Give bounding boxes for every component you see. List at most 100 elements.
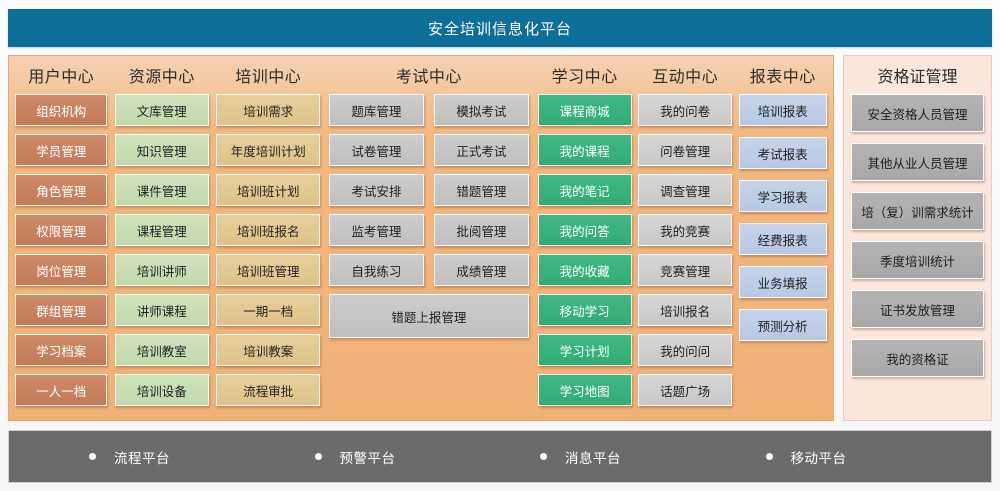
column-title-exam-center: 考试中心 — [395, 67, 462, 86]
app-header: 安全培训信息化平台 — [8, 9, 992, 47]
tile-interaction-center-7[interactable]: 话题广场 — [638, 374, 733, 406]
tile-study-center-3[interactable]: 我的问答 — [537, 214, 632, 246]
tile-exam-center-right-1[interactable]: 正式考试 — [433, 134, 529, 166]
tile-study-center-2[interactable]: 我的笔记 — [537, 174, 632, 206]
tile-report-center-5[interactable]: 预测分析 — [738, 309, 827, 341]
tile-exam-center-left-4[interactable]: 自我练习 — [328, 254, 424, 286]
tile-exam-center-right-4[interactable]: 成绩管理 — [433, 254, 529, 286]
tile-study-center-1[interactable]: 我的课程 — [537, 134, 632, 166]
tile-exam-center-left-3[interactable]: 监考管理 — [328, 214, 424, 246]
tile-resource-center-4[interactable]: 培训讲师 — [114, 254, 209, 286]
tile-training-center-4[interactable]: 培训班管理 — [216, 254, 321, 286]
tile-training-center-2[interactable]: 培训班计划 — [216, 174, 321, 206]
tile-user-center-4[interactable]: 岗位管理 — [15, 254, 108, 286]
tile-user-center-0[interactable]: 组织机构 — [15, 94, 108, 126]
tile-study-center-6[interactable]: 学习计划 — [537, 334, 632, 366]
tile-list-exam-center-left: 题库管理 试卷管理 考试安排 监考管理 自我练习 — [328, 94, 424, 286]
tile-exam-center-wide[interactable]: 错题上报管理 — [328, 294, 529, 338]
bullet-icon — [540, 453, 547, 460]
tile-exam-center-right-3[interactable]: 批阅管理 — [433, 214, 529, 246]
tile-certificate-3[interactable]: 季度培训统计 — [851, 241, 984, 279]
tile-interaction-center-1[interactable]: 问卷管理 — [638, 134, 733, 166]
tile-grid-exam-center: 题库管理 试卷管理 考试安排 监考管理 自我练习 模拟考试 正式考试 错题管理 … — [323, 94, 534, 286]
column-title-user-center: 用户中心 — [28, 67, 95, 86]
tile-exam-center-right-2[interactable]: 错题管理 — [433, 174, 529, 206]
tile-exam-center-left-1[interactable]: 试卷管理 — [328, 134, 424, 166]
tile-training-center-6[interactable]: 培训教案 — [216, 334, 321, 366]
tile-user-center-7[interactable]: 一人一档 — [15, 374, 108, 406]
tile-training-center-0[interactable]: 培训需求 — [216, 94, 321, 126]
tile-report-center-0[interactable]: 培训报表 — [738, 94, 827, 126]
tile-user-center-1[interactable]: 学员管理 — [15, 134, 108, 166]
tile-resource-center-2[interactable]: 课件管理 — [114, 174, 209, 206]
footer-label-0: 流程平台 — [114, 450, 170, 467]
tile-study-center-0[interactable]: 课程商城 — [537, 94, 632, 126]
tile-study-center-4[interactable]: 我的收藏 — [537, 254, 632, 286]
tile-interaction-center-5[interactable]: 培训报名 — [638, 294, 733, 326]
tile-training-center-1[interactable]: 年度培训计划 — [216, 134, 321, 166]
tile-report-center-3[interactable]: 经费报表 — [738, 223, 827, 255]
tile-report-center-4[interactable]: 业务填报 — [738, 266, 827, 298]
tile-interaction-center-2[interactable]: 调查管理 — [638, 174, 733, 206]
tile-interaction-center-0[interactable]: 我的问卷 — [638, 94, 733, 126]
footer-label-3: 移动平台 — [790, 450, 847, 467]
tile-certificate-0[interactable]: 安全资格人员管理 — [851, 94, 984, 132]
footer-item-warning-platform[interactable]: 预警平台 — [314, 447, 541, 467]
tile-interaction-center-3[interactable]: 我的竞赛 — [638, 214, 733, 246]
tile-user-center-6[interactable]: 学习档案 — [15, 334, 108, 366]
tile-training-center-7[interactable]: 流程审批 — [216, 374, 321, 406]
tile-resource-center-3[interactable]: 课程管理 — [114, 214, 209, 246]
tile-resource-center-6[interactable]: 培训教室 — [114, 334, 209, 366]
tile-resource-center-1[interactable]: 知识管理 — [114, 134, 209, 166]
tile-list-user-center: 组织机构 学员管理 角色管理 权限管理 岗位管理 群组管理 学习档案 一人一档 — [12, 94, 111, 406]
footer-item-mobile-platform[interactable]: 移动平台 — [765, 447, 992, 467]
footer-item-process-platform[interactable]: 流程平台 — [89, 447, 315, 467]
tile-list-certificate-management: 安全资格人员管理 其他从业人员管理 培（复）训需求统计 季度培训统计 证书发放管… — [851, 94, 984, 377]
tile-certificate-4[interactable]: 证书发放管理 — [851, 290, 984, 328]
certificate-management-panel: 资格证管理 安全资格人员管理 其他从业人员管理 培（复）训需求统计 季度培训统计… — [843, 55, 992, 421]
column-interaction-center: 互动中心 我的问卷 问卷管理 调查管理 我的竞赛 竞赛管理 培训报名 我的问问 … — [635, 60, 736, 414]
column-title-resource-center: 资源中心 — [128, 67, 195, 86]
tile-resource-center-5[interactable]: 讲师课程 — [114, 294, 209, 326]
footer-item-list: 流程平台 预警平台 消息平台 移动平台 — [9, 447, 991, 467]
tile-exam-center-right-0[interactable]: 模拟考试 — [433, 94, 529, 126]
tile-certificate-5[interactable]: 我的资格证 — [851, 339, 984, 377]
tile-list-interaction-center: 我的问卷 问卷管理 调查管理 我的竞赛 竞赛管理 培训报名 我的问问 话题广场 — [635, 94, 736, 406]
tile-study-center-7[interactable]: 学习地图 — [537, 374, 632, 406]
tile-exam-center-left-2[interactable]: 考试安排 — [328, 174, 424, 206]
tile-list-training-center: 培训需求 年度培训计划 培训班计划 培训班报名 培训班管理 一期一档 培训教案 … — [213, 94, 323, 406]
footer-label-1: 预警平台 — [339, 450, 396, 467]
tile-interaction-center-4[interactable]: 竞赛管理 — [638, 254, 733, 286]
footer-item-message-platform[interactable]: 消息平台 — [540, 447, 766, 467]
tile-resource-center-7[interactable]: 培训设备 — [114, 374, 209, 406]
tile-list-resource-center: 文库管理 知识管理 课件管理 课程管理 培训讲师 讲师课程 培训教室 培训设备 — [111, 94, 214, 406]
tile-interaction-center-6[interactable]: 我的问问 — [638, 334, 733, 366]
tile-exam-center-left-0[interactable]: 题库管理 — [328, 94, 424, 126]
tile-training-center-5[interactable]: 一期一档 — [216, 294, 321, 326]
bullet-icon — [89, 453, 96, 460]
tile-training-center-3[interactable]: 培训班报名 — [216, 214, 321, 246]
column-exam-center: 考试中心 题库管理 试卷管理 考试安排 监考管理 自我练习 模拟考试 正式考试 … — [323, 60, 534, 414]
tile-study-center-5[interactable]: 移动学习 — [537, 294, 632, 326]
tile-report-center-1[interactable]: 考试报表 — [738, 137, 827, 169]
tile-user-center-2[interactable]: 角色管理 — [15, 174, 108, 206]
column-training-center: 培训中心 培训需求 年度培训计划 培训班计划 培训班报名 培训班管理 一期一档 … — [213, 60, 323, 414]
tile-certificate-2[interactable]: 培（复）训需求统计 — [851, 192, 984, 230]
column-report-center: 报表中心 培训报表 考试报表 学习报表 经费报表 业务填报 预测分析 — [735, 60, 830, 414]
tile-list-exam-center-right: 模拟考试 正式考试 错题管理 批阅管理 成绩管理 — [433, 94, 529, 286]
tile-certificate-1[interactable]: 其他从业人员管理 — [851, 143, 984, 181]
bullet-icon — [314, 453, 322, 460]
column-resource-center: 资源中心 文库管理 知识管理 课件管理 课程管理 培训讲师 讲师课程 培训教室 … — [111, 60, 214, 414]
column-user-center: 用户中心 组织机构 学员管理 角色管理 权限管理 岗位管理 群组管理 学习档案 … — [12, 60, 111, 414]
main-content: 用户中心 组织机构 学员管理 角色管理 权限管理 岗位管理 群组管理 学习档案 … — [8, 55, 992, 421]
tile-resource-center-0[interactable]: 文库管理 — [114, 94, 209, 126]
tile-user-center-3[interactable]: 权限管理 — [15, 214, 108, 246]
tile-list-study-center: 课程商城 我的课程 我的笔记 我的问答 我的收藏 移动学习 学习计划 学习地图 — [534, 94, 635, 406]
column-title-report-center: 报表中心 — [749, 67, 816, 86]
column-title-study-center: 学习中心 — [551, 67, 618, 86]
tile-report-center-2[interactable]: 学习报表 — [738, 180, 827, 212]
centers-panel: 用户中心 组织机构 学员管理 角色管理 权限管理 岗位管理 群组管理 学习档案 … — [8, 55, 834, 421]
column-title-training-center: 培训中心 — [235, 67, 302, 86]
tile-user-center-5[interactable]: 群组管理 — [15, 294, 108, 326]
